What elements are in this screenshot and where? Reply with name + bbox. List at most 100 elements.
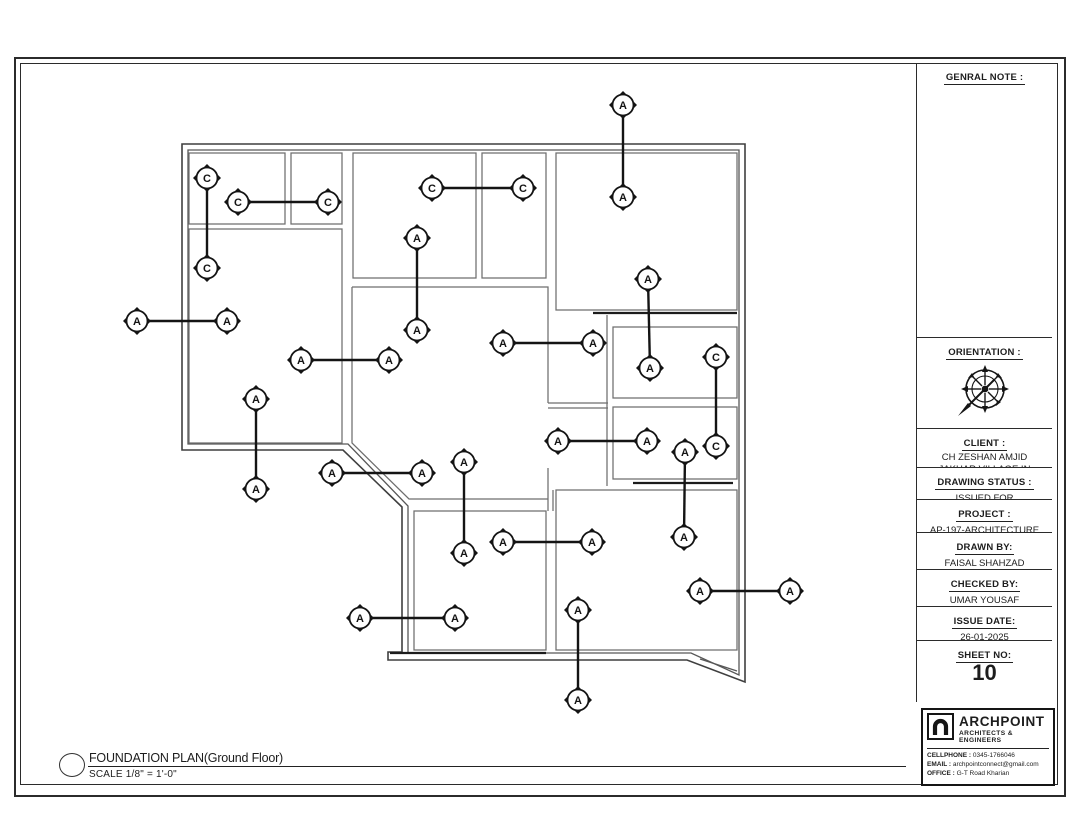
orientation-label: ORIENTATION : bbox=[946, 347, 1023, 360]
section-marker-letter: C bbox=[712, 352, 720, 364]
section-marker-letter: A bbox=[644, 274, 652, 286]
cellphone-value: 0345-1766046 bbox=[972, 752, 1015, 759]
section-marker-letter: A bbox=[681, 447, 689, 459]
title-block: GENRAL NOTE : ORIENTATION : bbox=[916, 63, 1052, 702]
section-marker-letter: A bbox=[646, 363, 654, 375]
section-marker: C bbox=[193, 164, 221, 192]
section-marker-letter: A bbox=[574, 605, 582, 617]
section-marker: A bbox=[375, 346, 403, 374]
section-marker-letter: A bbox=[223, 316, 231, 328]
section-marker-letter: A bbox=[252, 484, 260, 496]
email-line: EMAIL : archpointconnect@gmail.com bbox=[927, 760, 1049, 769]
section-marker-letter: C bbox=[428, 183, 436, 195]
section-marker: A bbox=[123, 307, 151, 335]
section-marker: A bbox=[287, 346, 315, 374]
general-note-section: GENRAL NOTE : bbox=[917, 63, 1052, 338]
sheet-outer-border bbox=[14, 57, 1066, 797]
archpoint-logo-icon bbox=[927, 713, 954, 745]
section-marker: C bbox=[702, 432, 730, 460]
company-name: ARCHPOINT bbox=[959, 714, 1045, 729]
section-marker: A bbox=[776, 577, 804, 605]
drawing-status-value: ISSUED FOR CONSTRUCTION bbox=[955, 493, 1014, 500]
section-marker: A bbox=[564, 686, 592, 714]
sheet-no-section: SHEET NO: 10 bbox=[917, 641, 1052, 702]
cellphone-line: CELLPHONE : 0345-1766046 bbox=[927, 751, 1049, 760]
section-marker: A bbox=[633, 427, 661, 455]
section-marker-letter: A bbox=[680, 532, 688, 544]
section-marker-letter: A bbox=[460, 548, 468, 560]
section-marker: C bbox=[509, 174, 537, 202]
issue-date-section: ISSUE DATE: 26-01-2025 bbox=[917, 607, 1052, 641]
drawn-by-value: FAISAL SHAHZAD bbox=[944, 558, 1025, 569]
checked-by-value: UMAR YOUSAF bbox=[949, 595, 1020, 606]
section-marker-letter: C bbox=[203, 263, 211, 275]
section-marker: C bbox=[314, 188, 342, 216]
email-value: archpointconnect@gmail.com bbox=[952, 761, 1039, 768]
section-marker: C bbox=[418, 174, 446, 202]
section-marker-letter: A bbox=[297, 355, 305, 367]
section-marker: A bbox=[408, 459, 436, 487]
section-marker: A bbox=[609, 91, 637, 119]
section-marker-letter: A bbox=[385, 355, 393, 367]
section-marker-letter: A bbox=[133, 316, 141, 328]
checked-by-section: CHECKED BY: UMAR YOUSAF bbox=[917, 570, 1052, 607]
section-marker-letter: A bbox=[499, 338, 507, 350]
section-marker-letter: A bbox=[328, 468, 336, 480]
drawn-by-label: DRAWN BY: bbox=[954, 542, 1015, 555]
section-marker-letter: A bbox=[696, 586, 704, 598]
section-marker-letter: A bbox=[619, 192, 627, 204]
project-value: AP-197-ARCHITECTURE bbox=[929, 525, 1040, 533]
section-marker: A bbox=[564, 596, 592, 624]
issue-date-value: 26-01-2025 bbox=[960, 632, 1009, 641]
section-marker: A bbox=[489, 329, 517, 357]
office-label: OFFICE : bbox=[927, 770, 955, 777]
section-marker-letter: A bbox=[589, 338, 597, 350]
section-marker-letter: A bbox=[499, 537, 507, 549]
section-marker-letter: A bbox=[554, 436, 562, 448]
section-marker: C bbox=[193, 254, 221, 282]
section-marker: A bbox=[636, 354, 664, 382]
section-marker-letter: C bbox=[712, 441, 720, 453]
project-section: PROJECT : AP-197-ARCHITECTURE bbox=[917, 500, 1052, 533]
section-marker: A bbox=[242, 475, 270, 503]
client-address: JAKHAR VILLAGE IN KHARIAN bbox=[917, 464, 1052, 468]
section-marker-letter: A bbox=[356, 613, 364, 625]
issue-date-label: ISSUE DATE: bbox=[951, 616, 1018, 629]
section-marker-letter: A bbox=[619, 100, 627, 112]
section-marker: A bbox=[213, 307, 241, 335]
drawing-title-underline bbox=[88, 766, 906, 767]
compass-icon bbox=[917, 361, 1052, 428]
section-marker-letter: C bbox=[234, 197, 242, 209]
section-marker-letter: A bbox=[786, 586, 794, 598]
section-marker-letter: C bbox=[324, 197, 332, 209]
sheet-no-label: SHEET NO: bbox=[955, 650, 1014, 663]
drawing-title: FOUNDATION PLAN(Ground Floor) bbox=[89, 751, 284, 765]
drawing-scale: SCALE 1/8" = 1'-0" bbox=[89, 769, 177, 780]
drawing-status-section: DRAWING STATUS : ISSUED FOR CONSTRUCTION bbox=[917, 468, 1052, 500]
cellphone-label: CELLPHONE : bbox=[927, 752, 972, 759]
client-name: CH ZESHAN AMJID bbox=[941, 452, 1028, 463]
section-marker: A bbox=[686, 577, 714, 605]
section-marker: A bbox=[403, 316, 431, 344]
section-marker: A bbox=[441, 604, 469, 632]
section-marker: A bbox=[403, 224, 431, 252]
section-marker: A bbox=[346, 604, 374, 632]
drawing-title-bubble bbox=[59, 753, 85, 777]
orientation-section: ORIENTATION : bbox=[917, 338, 1052, 429]
section-marker: A bbox=[242, 385, 270, 413]
project-label: PROJECT : bbox=[956, 509, 1013, 522]
section-marker: C bbox=[702, 343, 730, 371]
section-marker-letter: C bbox=[519, 183, 527, 195]
section-marker: A bbox=[670, 523, 698, 551]
section-marker-letter: A bbox=[413, 325, 421, 337]
company-tagline: ARCHITECTS & ENGINEERS bbox=[959, 730, 1013, 744]
section-marker-letter: A bbox=[588, 537, 596, 549]
checked-by-label: CHECKED BY: bbox=[948, 579, 1021, 592]
section-marker: A bbox=[489, 528, 517, 556]
section-marker-letter: A bbox=[252, 394, 260, 406]
section-marker: A bbox=[578, 528, 606, 556]
section-marker: A bbox=[544, 427, 572, 455]
email-label: EMAIL : bbox=[927, 761, 952, 768]
client-section: CLIENT : CH ZESHAN AMJID JAKHAR VILLAGE … bbox=[917, 429, 1052, 468]
